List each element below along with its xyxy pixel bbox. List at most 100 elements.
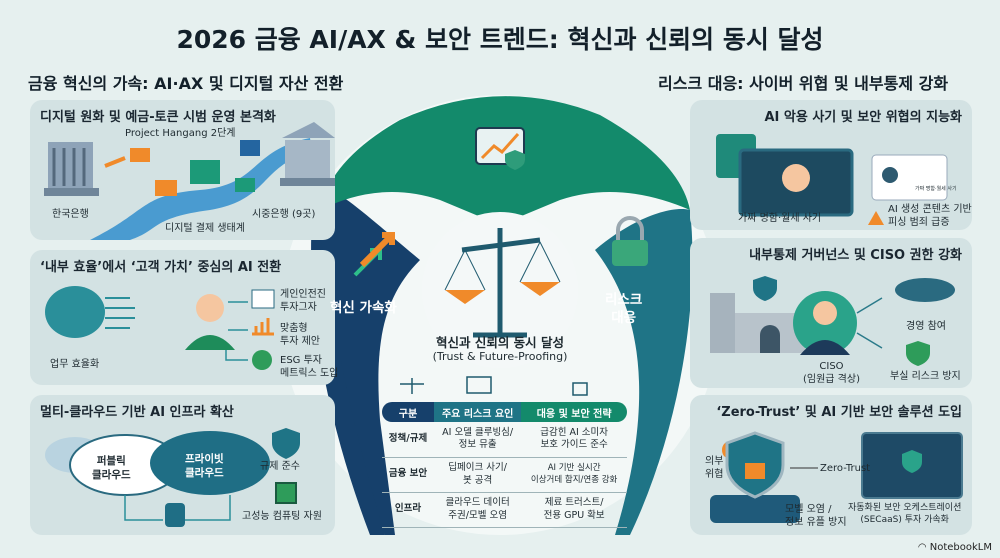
efficiency-label: 업무 효율화: [50, 359, 100, 370]
brand-text: NotebookLM: [929, 542, 992, 553]
up-arrows-icon: [353, 232, 395, 277]
table-cell: 금융 보안: [382, 457, 434, 493]
token-icon: [240, 140, 260, 156]
panel-title: AI 악용 사기 및 보안 위협의 지능화: [764, 110, 962, 125]
table-cell: 인프라: [382, 492, 434, 528]
table-cell: 정책/규제: [382, 422, 434, 458]
goal-en-label: (Trust & Future-Proofing): [432, 350, 568, 363]
id-card-icon: [466, 376, 492, 394]
shield-check-icon: [753, 276, 777, 301]
private-cloud-label: 프라이빗 클라우드: [185, 453, 224, 479]
ai-fraud-illustration: [716, 134, 948, 225]
server-base-icon: [710, 495, 800, 523]
token-icon: [155, 180, 177, 196]
table-header: 구분: [382, 402, 434, 422]
external-threat-label: 의부 위협: [705, 456, 724, 480]
central-bank-label: 한국은행: [52, 209, 89, 220]
panel-ai-fraud: AI 악용 사기 및 보안 위협의 지능화 가짜 명함·월세 사기 가짜 명함·…: [690, 100, 972, 230]
table-cell: AI 기반 실시간 이상거데 함지/연종 강화: [521, 457, 627, 493]
notebooklm-logo-icon: ◠: [917, 542, 930, 553]
private-cloud-icon: [150, 431, 270, 495]
arrow-icon: [124, 495, 231, 521]
customer-avatar-icon: [185, 294, 235, 350]
panel-title: ‘내부 효율’에서 ‘고객 가치’ 중심의 AI 전환: [40, 260, 282, 275]
page-title: 2026 금융 AI/AX & 보안 트렌드: 혁신과 신뢰의 동시 달성: [176, 25, 824, 54]
compliance-label: 규제 준수: [260, 461, 300, 472]
table-cell: 제료 트러스트/ 전용 GPU 확보: [521, 492, 627, 528]
panel-title: ‘Zero-Trust’ 및 AI 기반 보안 솔루션 도입: [716, 405, 962, 420]
ciso-illustration: [710, 276, 955, 366]
panel-ai-transition: ‘내부 효율’에서 ‘고객 가치’ 중심의 AI 전환 업무 효율화 게인인전진…: [30, 250, 339, 385]
shield-check-icon: [906, 341, 930, 366]
risk-label: 리스크 대응: [605, 292, 643, 326]
right-heading: 리스크 대응: 사이버 위협 및 내부통제 강화: [658, 74, 949, 93]
model-label: 모벨 오염 / 정보 유플 방지: [785, 504, 847, 528]
public-cloud-label: 퍼블릭 클라우드: [92, 455, 131, 481]
table-header: 대응 및 보안 전략: [521, 402, 627, 422]
castle-icon: [710, 293, 805, 353]
brain-icon: [45, 286, 105, 338]
innovation-label: 혁신 가속화: [330, 300, 397, 316]
scale-icon: [400, 378, 424, 394]
leaf-icon: [252, 350, 272, 370]
item-label: ESG 투자 메트릭스 도입: [280, 355, 339, 379]
shield-check-icon: [272, 428, 300, 459]
phishing-label: AI 생성 콘텐츠 기반 피싱 범죄 급증: [888, 204, 972, 228]
computing-label: 고성능 컴퓨팅 자원: [242, 511, 322, 522]
card-text: 가짜 명함·월세 사기: [915, 186, 957, 192]
table-cell: AI 오델 클루빙심/ 정보 뮤출: [434, 422, 522, 458]
table-cell: 급감힌 AI 소미자 보호 가이드 준수: [521, 422, 627, 458]
zero-trust-illustration: [710, 431, 963, 523]
token-icon: [235, 178, 255, 192]
panel-title: 멀티-클라우드 기반 AI 인프라 확산: [40, 405, 234, 420]
panel-zero-trust: ‘Zero-Trust’ 및 AI 기반 보안 솔루션 도입 의부 위협 Zer…: [690, 395, 972, 535]
padlock-icon: [745, 463, 765, 479]
left-heading: 금융 혁신의 가속: AI·AX 및 디지털 자산 전환: [28, 74, 344, 93]
token-icon: [130, 148, 150, 162]
table-cell: 딥페이크 사기/ 봇 공격: [434, 457, 522, 493]
chip-icon: [275, 482, 297, 504]
chart-icon: [251, 289, 275, 309]
ciso-label: CISO (임원급 격상): [803, 361, 860, 385]
ecosystem-label: 디지털 결제 생태계: [165, 223, 245, 234]
table-cell: 클라우드 데이터 주권/모벨 오염: [434, 492, 522, 528]
panel-digital-currency: 디지털 원화 및 예금-토큰 시범 운영 본격화 Project Hangang…: [30, 100, 335, 240]
commercial-bank-icon: [280, 122, 335, 186]
goal-label: 혁신과 신뢰의 동시 달성: [435, 335, 565, 350]
lock-icon: [612, 216, 648, 266]
digital-currency-illustration: [44, 122, 335, 240]
item-label: 게인인전진 투자그자: [280, 289, 326, 313]
central-bank-building-icon: [44, 142, 99, 196]
panel-ciso: 내부통제 거버넌스 및 CISO 권한 강화 CISO (임원급 격상) 경영 …: [690, 238, 972, 388]
project-label: Project Hangang 2단계: [125, 128, 236, 139]
management-label: 경영 참여: [906, 321, 946, 332]
insolvency-label: 부실 리스크 방지: [890, 371, 961, 382]
warning-icon: [868, 211, 884, 225]
connector-line: [856, 297, 883, 349]
brand-label: ◠ NotebookLM: [918, 542, 992, 553]
fake-label: 가짜 명함·월세 사기: [738, 213, 822, 224]
table-header-icons: [400, 376, 588, 396]
table-header: 주요 리스크 요인: [434, 402, 522, 422]
arrow-icon: [225, 301, 248, 361]
risk-segment: [595, 209, 693, 535]
padlock-icon: [572, 382, 588, 396]
panel-title: 내부통제 거버넌스 및 CISO 권한 강화: [749, 248, 962, 263]
bar-chart-icon: [252, 318, 274, 336]
token-icon: [190, 160, 220, 184]
item-label: 맞춤형 투자 제안: [280, 323, 320, 347]
panel-multicloud: 멀티-클라우드 기반 AI 인프라 확산 퍼블릭 클라우드 프라이빗 클라우드 …: [30, 395, 335, 535]
circuit-icon: [105, 297, 135, 329]
growth-chart-shield-icon: [475, 127, 525, 170]
ai-transition-illustration: [45, 286, 275, 370]
database-icon: [165, 503, 185, 527]
arrow-icon: [104, 156, 126, 168]
zero-trust-label: Zero-Trust: [820, 463, 871, 474]
multicloud-illustration: [45, 428, 300, 527]
river-icon: [90, 138, 312, 240]
panel-title: 디지털 원화 및 예금-토큰 시범 운영 본격화: [40, 110, 276, 125]
